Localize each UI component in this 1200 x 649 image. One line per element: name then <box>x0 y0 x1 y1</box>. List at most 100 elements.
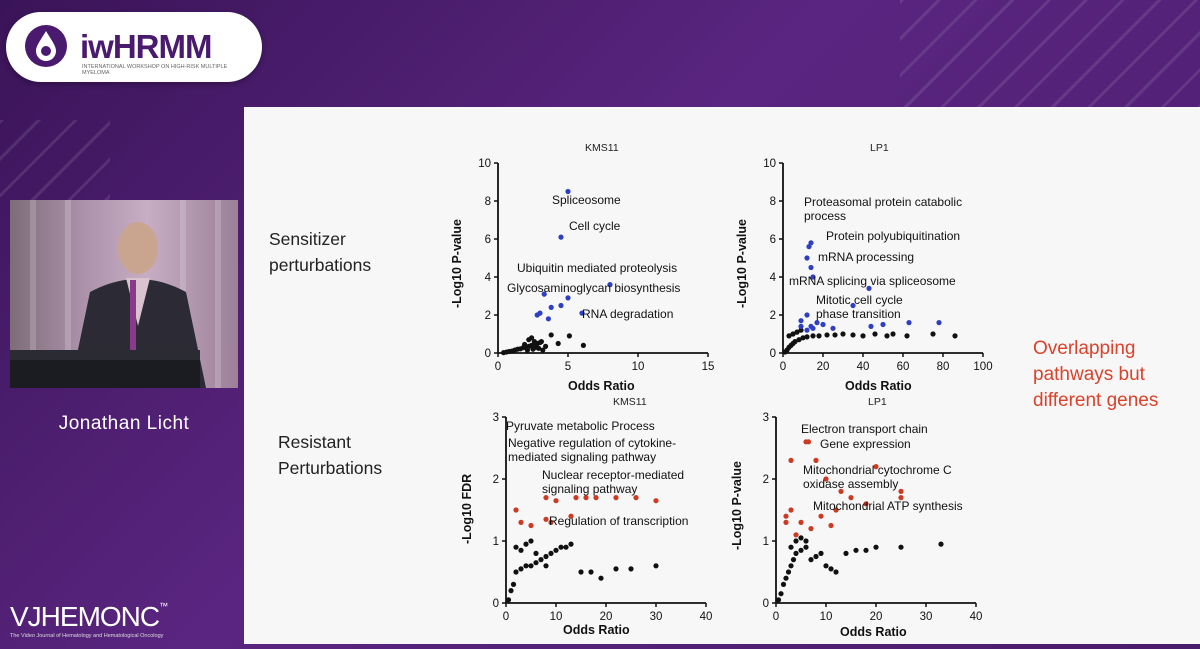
y-tick-label: 6 <box>770 234 776 246</box>
data-point <box>850 302 856 309</box>
x-tick-label: 15 <box>702 361 715 373</box>
data-point <box>898 488 904 494</box>
data-point <box>518 547 524 553</box>
data-point <box>505 597 512 603</box>
x-tick-label: 40 <box>700 611 713 623</box>
y-tick-label: 0 <box>493 598 499 610</box>
data-point <box>794 329 800 335</box>
x-tick-label: 0 <box>503 611 509 623</box>
data-point <box>543 516 549 522</box>
chart-annotation: mRNA processing <box>818 250 915 264</box>
x-tick-label: 40 <box>970 611 983 623</box>
data-point <box>545 316 551 322</box>
data-point <box>783 513 789 519</box>
data-point <box>513 569 519 575</box>
data-point <box>824 332 830 338</box>
data-point <box>798 519 804 525</box>
data-point <box>818 513 824 519</box>
data-point <box>533 560 539 566</box>
data-point <box>553 498 559 504</box>
x-tick-label: 5 <box>565 361 571 373</box>
data-point <box>803 538 809 544</box>
row-label-line: Resistant <box>278 432 351 452</box>
data-point <box>543 495 549 501</box>
data-point <box>850 332 856 338</box>
data-point <box>828 522 834 529</box>
row-label-line: Perturbations <box>278 458 383 478</box>
data-point <box>798 323 804 329</box>
data-point <box>810 325 816 331</box>
chart-annotation: Mitochondrial cytochrome C oxidase assem… <box>803 463 952 491</box>
data-point <box>830 325 836 331</box>
data-point <box>798 318 804 324</box>
side-note-line: Overlapping <box>1033 338 1136 359</box>
data-point <box>860 333 866 339</box>
data-point <box>778 591 784 597</box>
data-point <box>890 331 896 337</box>
chart-annotation: Protein polyubiquitination <box>826 229 961 243</box>
chart-annotation: Gene expression <box>820 437 911 451</box>
conference-logo: iwHRMM INTERNATIONAL WORKSHOP ON HIGH-RI… <box>6 12 262 82</box>
data-point <box>930 331 936 337</box>
chart-annotation: Nuclear receptor-mediated signaling path… <box>542 468 685 496</box>
x-tick-label: 0 <box>495 361 501 373</box>
chart-annotation: Ubiquitin mediated proteolysis <box>517 261 678 275</box>
chart-annotation: Negative regulation of cytokine-mediated… <box>508 436 677 464</box>
data-point <box>555 340 561 347</box>
y-axis-label: -Log10 P-value <box>730 461 744 550</box>
data-point <box>528 563 534 569</box>
data-point <box>566 333 572 339</box>
data-point <box>823 563 829 569</box>
data-point <box>790 557 797 563</box>
x-tick-label: 20 <box>817 361 830 373</box>
row-label-line: Sensitizer <box>269 229 346 249</box>
row-label-line: perturbations <box>269 255 372 275</box>
y-axis-label: -Log10 P-value <box>735 219 749 308</box>
y-tick-label: 10 <box>478 158 491 170</box>
data-point <box>528 538 534 544</box>
data-point <box>548 332 554 338</box>
chart-title: KMS11 <box>613 396 647 408</box>
y-tick-label: 8 <box>770 196 776 208</box>
data-point <box>808 526 814 532</box>
data-point <box>808 264 814 271</box>
data-point <box>785 569 792 575</box>
data-point <box>541 291 547 297</box>
x-tick-label: 30 <box>650 611 663 623</box>
data-point <box>873 544 879 550</box>
data-point <box>513 507 519 513</box>
data-point <box>548 519 554 525</box>
data-point <box>786 333 792 339</box>
data-point <box>880 321 886 328</box>
data-point <box>798 535 804 541</box>
data-point <box>528 522 534 529</box>
x-tick-label: 10 <box>820 611 833 623</box>
conference-logo-text: iwHRMM <box>80 28 212 65</box>
data-point <box>578 569 584 575</box>
y-tick-label: 2 <box>485 310 491 322</box>
curtain-fold <box>65 200 71 388</box>
data-point <box>536 345 542 351</box>
y-axis-label: -Log10 FDR <box>460 473 474 544</box>
y-tick-label: 0 <box>763 598 769 610</box>
data-point <box>783 519 789 525</box>
data-point <box>538 339 544 345</box>
data-point <box>531 339 537 345</box>
y-axis-label: -Log10 P-value <box>450 219 464 308</box>
data-point <box>884 333 890 339</box>
data-point <box>853 547 859 553</box>
data-point <box>568 541 574 547</box>
data-point <box>558 234 564 240</box>
data-point <box>553 547 559 553</box>
chart-title: KMS11 <box>585 142 619 154</box>
data-point <box>598 575 604 581</box>
data-point <box>804 327 810 333</box>
x-axis-label: Odds Ratio <box>845 379 912 393</box>
speaker-name: Jonathan Licht <box>58 413 190 434</box>
row-label-sensitizer: Sensitizer perturbations <box>269 226 371 278</box>
x-tick-label: 0 <box>780 361 786 373</box>
